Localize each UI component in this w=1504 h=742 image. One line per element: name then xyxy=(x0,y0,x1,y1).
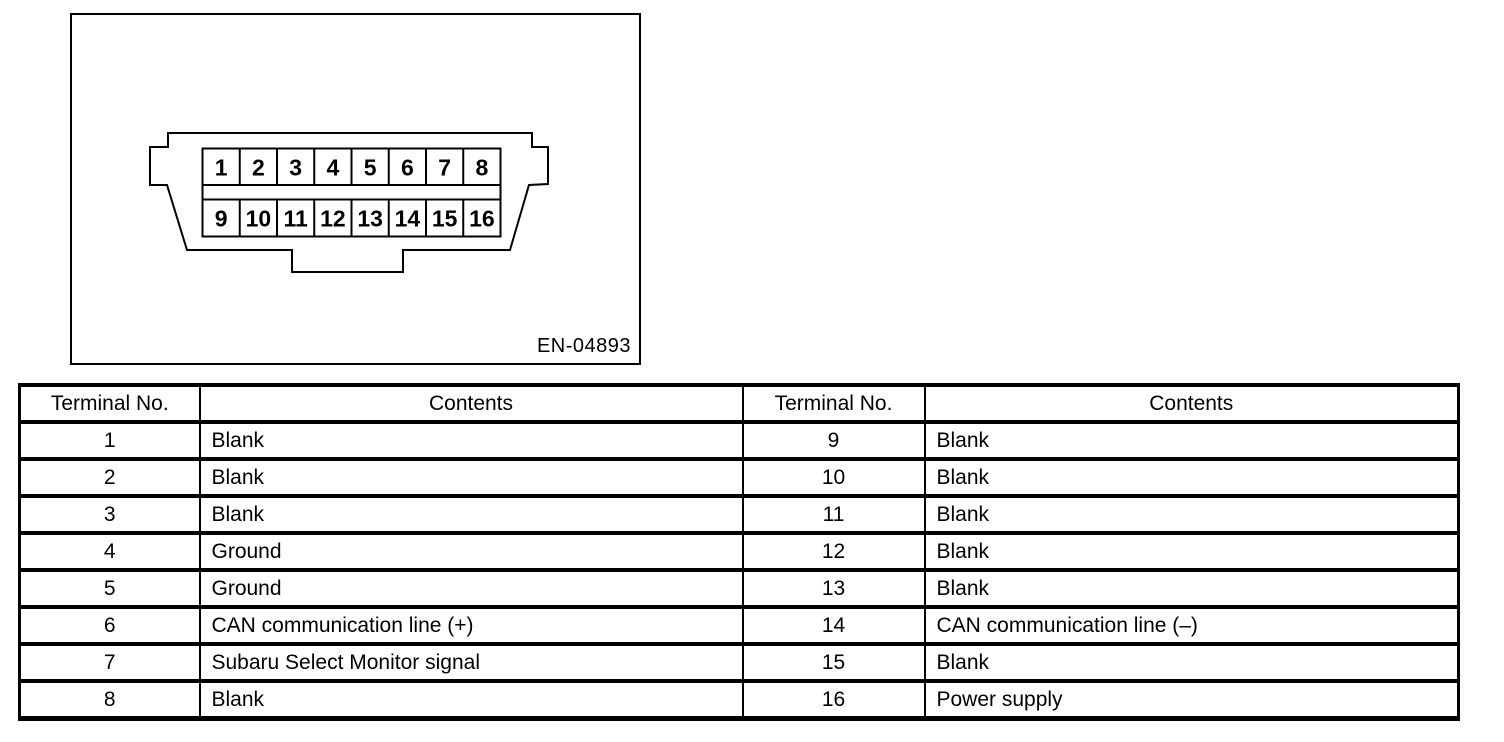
col-header-terminal-no-right: Terminal No. xyxy=(741,383,926,424)
contents-cell: CAN communication line (+) xyxy=(198,605,744,646)
terminal-number-cell: 9 xyxy=(741,420,926,461)
terminal-number-cell: 10 xyxy=(741,457,926,498)
terminal-number-cell: 7 xyxy=(18,642,201,683)
pin-number-label: 5 xyxy=(364,155,377,181)
terminal-number-cell: 2 xyxy=(18,457,201,498)
pin-number-label: 13 xyxy=(357,206,383,232)
terminal-number-cell: 6 xyxy=(18,605,201,646)
pinout-table-header: Terminal No. Contents Terminal No. Conte… xyxy=(18,383,1460,424)
terminal-number-cell: 12 xyxy=(741,531,926,572)
col-header-terminal-no-left: Terminal No. xyxy=(18,383,201,424)
terminal-number-cell: 5 xyxy=(18,568,201,609)
terminal-number-cell: 8 xyxy=(18,679,201,721)
contents-cell: Blank xyxy=(923,457,1460,498)
pin-number-label: 7 xyxy=(438,155,451,181)
pin-number-label: 9 xyxy=(215,206,228,232)
contents-cell: Blank xyxy=(923,531,1460,572)
pin-number-label: 3 xyxy=(289,155,302,181)
pin-number-label: 16 xyxy=(469,206,495,232)
pin-number-label: 6 xyxy=(401,155,414,181)
terminal-number-cell: 4 xyxy=(18,531,201,572)
contents-cell: Power supply xyxy=(923,679,1460,721)
terminal-number-cell: 11 xyxy=(741,494,926,535)
pin-number-label: 12 xyxy=(320,206,346,232)
pin-number-label: 1 xyxy=(215,155,228,181)
contents-cell: Blank xyxy=(198,494,744,535)
contents-cell: Blank xyxy=(923,568,1460,609)
pin-number-label: 15 xyxy=(432,206,458,232)
contents-cell: Blank xyxy=(923,420,1460,461)
pin-number-label: 14 xyxy=(395,206,421,232)
col-header-contents-left: Contents xyxy=(198,383,744,424)
figure-code-label: EN-04893 xyxy=(536,335,631,357)
terminal-number-cell: 14 xyxy=(741,605,926,646)
header-row: Terminal No. Contents Terminal No. Conte… xyxy=(18,383,1460,424)
contents-cell: Blank xyxy=(923,642,1460,683)
contents-cell: Blank xyxy=(923,494,1460,535)
pin-number-label: 4 xyxy=(326,155,339,181)
contents-cell: Blank xyxy=(198,457,744,498)
pin-number-label: 11 xyxy=(283,206,308,232)
terminal-number-cell: 3 xyxy=(18,494,201,535)
contents-cell: Ground xyxy=(198,568,744,609)
terminal-number-cell: 1 xyxy=(18,420,201,461)
pin-grid-dividers xyxy=(238,148,465,237)
terminal-number-cell: 16 xyxy=(741,679,926,721)
contents-cell: CAN communication line (–) xyxy=(923,605,1460,646)
contents-cell: Blank xyxy=(198,679,744,721)
terminal-number-cell: 13 xyxy=(741,568,926,609)
pinout-table: Terminal No. Contents Terminal No. Conte… xyxy=(18,383,1460,721)
contents-cell: Ground xyxy=(198,531,744,572)
pin-number-label: 8 xyxy=(475,155,488,181)
contents-cell: Subaru Select Monitor signal xyxy=(198,642,744,683)
pin-number-label: 2 xyxy=(252,155,265,181)
contents-cell: Blank xyxy=(198,420,744,461)
terminal-number-cell: 15 xyxy=(741,642,926,683)
pin-number-label: 10 xyxy=(246,206,272,232)
col-header-contents-right: Contents xyxy=(923,383,1460,424)
